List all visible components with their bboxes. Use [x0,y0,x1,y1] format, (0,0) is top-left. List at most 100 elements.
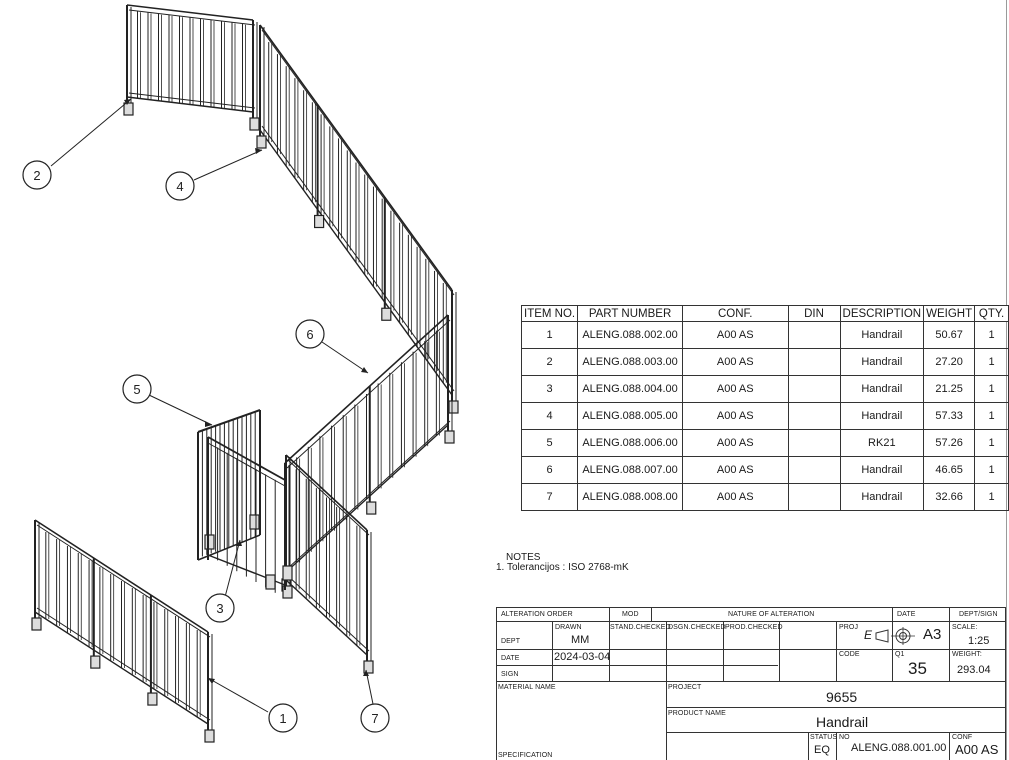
bom-header-weight: WEIGHT [923,305,976,322]
notes-title: NOTES [506,552,541,563]
bom-item: 5 [520,429,579,457]
balloon-2: 2 [22,160,52,190]
label-product-name: PRODUCT NAME [668,710,726,717]
bom-description: RK21 [839,429,925,457]
svg-text:3: 3 [216,601,223,616]
svg-text:1: 1 [279,711,286,726]
handrail-part-7 [282,454,374,674]
bom-description: Handrail [839,348,925,376]
title-block: ALTERATION ORDER MOD NATURE OF ALTERATIO… [496,607,1006,760]
bom-din [787,402,841,430]
weight-value: 293.04 [957,664,991,676]
bom-weight: 32.66 [923,483,976,511]
svg-text:6: 6 [306,327,313,342]
bom-qty: 1 [974,321,1009,349]
balloon-7: 7 [360,703,390,733]
bom-weight: 46.65 [923,456,976,484]
label-no: NO [839,734,850,741]
bom-part-number: ALENG.088.007.00 [577,456,683,484]
gate-part-5 [197,409,261,561]
svg-text:7: 7 [371,711,378,726]
bom-part-number: ALENG.088.002.00 [577,321,683,349]
bom-conf: A00 AS [681,483,789,511]
bom-header-part: PART NUMBER [577,305,683,322]
label-weight: WEIGHT: [952,651,982,658]
bom-conf: A00 AS [681,456,789,484]
bom-din [787,321,841,349]
label-specification: SPECIFICATION [498,752,553,759]
bom-weight: 57.26 [923,429,976,457]
bom-description: Handrail [839,483,925,511]
project-value: 9655 [826,689,858,705]
bom-item: 3 [520,375,579,403]
balloon-6: 6 [295,319,325,349]
isometric-drawing: 1 2 3 4 5 6 7 [22,4,459,743]
bom-description: Handrail [839,456,925,484]
handrail-part-3 [207,436,293,593]
number-value: ALENG.088.001.00 [851,742,947,754]
drawn-by-value: MM [571,634,590,646]
date-value: 2024-03-04 [554,651,611,663]
bom-header-desc: DESCRIPTION [839,305,925,322]
bom-qty: 1 [974,456,1009,484]
label-conf: CONF [952,734,973,741]
label-mod: MOD [622,611,639,618]
bom-din [787,483,841,511]
bom-weight: 27.20 [923,348,976,376]
bom-header-conf: CONF. [681,305,789,322]
handrail-part-2 [123,4,260,131]
label-alteration-order: ALTERATION ORDER [501,611,573,618]
bom-item: 6 [520,456,579,484]
label-date-header: DATE [897,611,916,618]
bom-din [787,375,841,403]
q1-value: 35 [908,659,927,678]
label-nature: NATURE OF ALTERATION [728,611,815,618]
balloon-5: 5 [122,374,152,404]
bom-header-row: ITEM NO. PART NUMBER CONF. DIN DESCRIPTI… [520,305,1009,322]
label-project: PROJECT [668,684,702,691]
label-proj: PROJ [839,624,859,631]
label-dsgn-checked: DSGN.CHECKED [668,624,726,631]
status-value: EQ [814,744,830,756]
svg-text:5: 5 [133,382,140,397]
projection-letter: E [864,628,873,642]
balloon-1: 1 [268,703,298,733]
bom-part-number: ALENG.088.005.00 [577,402,683,430]
bom-part-number: ALENG.088.006.00 [577,429,683,457]
bom-description: Handrail [839,375,925,403]
bom-din [787,456,841,484]
scale-value: 1:25 [968,635,990,647]
bom-part-number: ALENG.088.008.00 [577,483,683,511]
balloon-3: 3 [205,593,235,623]
bom-weight: 57.33 [923,402,976,430]
bom-din [787,429,841,457]
bom-conf: A00 AS [681,321,789,349]
bom-header-item: ITEM NO. [520,305,579,322]
projection-symbol-icon [875,627,915,645]
table-row: 3 ALENG.088.004.00 A00 AS Handrail 21.25… [520,375,1009,403]
bom-weight: 50.67 [923,321,976,349]
conf-value: A00 AS [955,742,999,757]
leader-lines [50,98,374,713]
bom-conf: A00 AS [681,348,789,376]
sheet-size: A3 [923,626,942,643]
table-row: 1 ALENG.088.002.00 A00 AS Handrail 50.67… [520,321,1009,349]
table-row: 2 ALENG.088.003.00 A00 AS Handrail 27.20… [520,348,1009,376]
bom-header-din: DIN [787,305,841,322]
bom-item: 2 [520,348,579,376]
bom-qty: 1 [974,375,1009,403]
label-q1: Q1 [895,651,905,658]
bom-table: ITEM NO. PART NUMBER CONF. DIN DESCRIPTI… [520,305,1009,511]
bom-item: 7 [520,483,579,511]
bom-part-number: ALENG.088.004.00 [577,375,683,403]
table-row: 4 ALENG.088.005.00 A00 AS Handrail 57.33… [520,402,1009,430]
table-row: 5 ALENG.088.006.00 A00 AS RK21 57.26 1 [520,429,1009,457]
label-prod-checked: PROD.CHECKED [725,624,783,631]
bom-qty: 1 [974,429,1009,457]
bom-conf: A00 AS [681,402,789,430]
bom-din [787,348,841,376]
leader-arrowheads [124,99,369,684]
bom-qty: 1 [974,402,1009,430]
label-sign: SIGN [501,671,519,678]
bom-item: 1 [520,321,579,349]
